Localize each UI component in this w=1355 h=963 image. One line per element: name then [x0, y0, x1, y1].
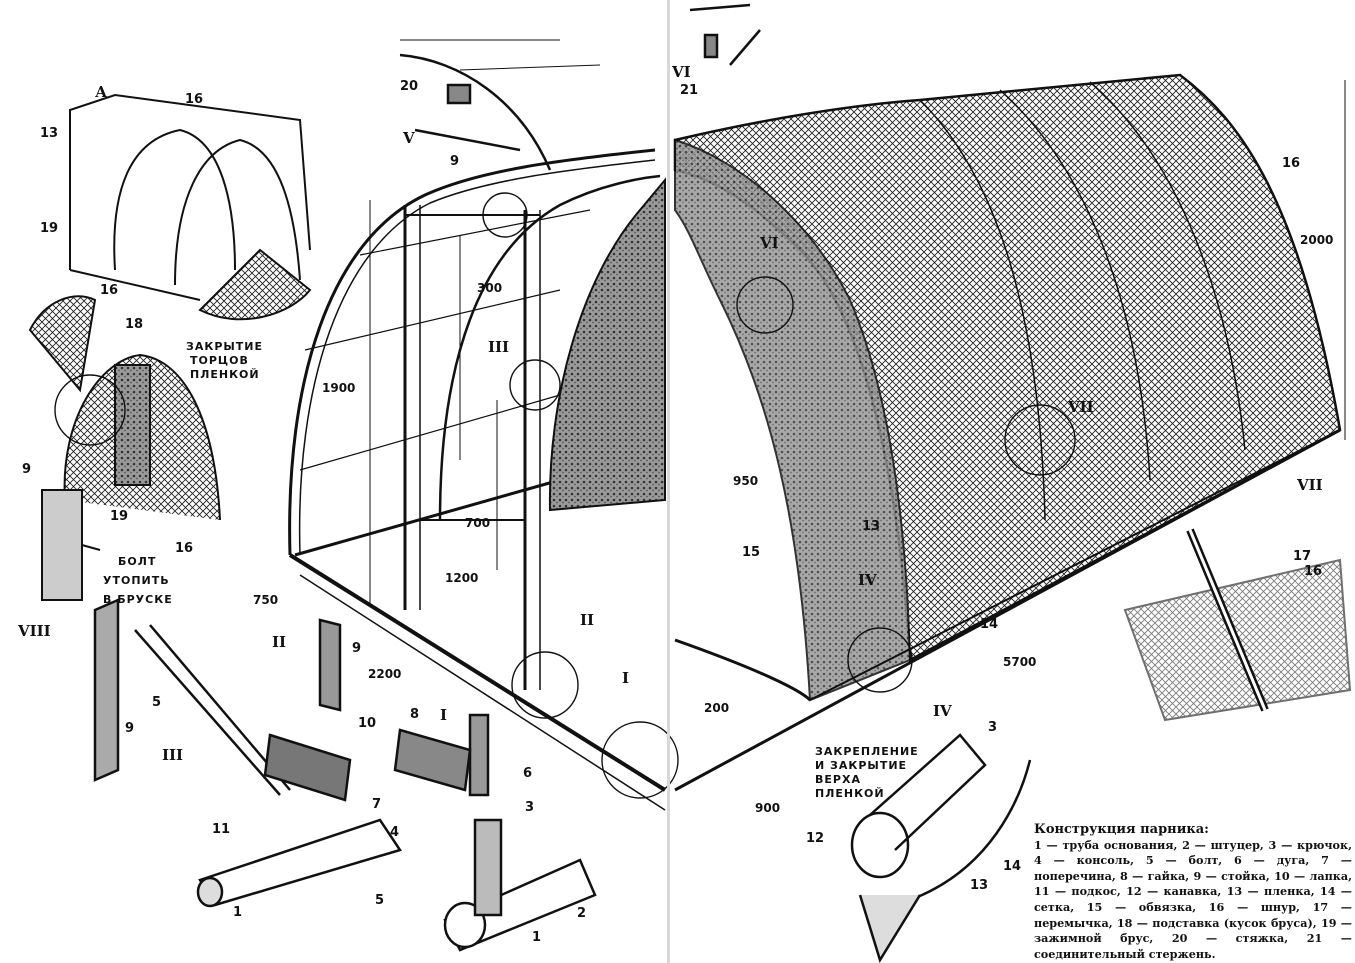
legend-title: Конструкция парника:	[1034, 822, 1209, 837]
dimension-label: 2200	[368, 667, 401, 681]
note-line: УТОПИТЬ	[103, 574, 170, 587]
note-line: ЗАКРЫТИЕ	[186, 340, 263, 353]
dimension-label: 5700	[1003, 655, 1036, 669]
callout-label: 18	[125, 317, 143, 332]
detail-17	[1123, 528, 1352, 722]
note-line: ПЛЕНКОЙ	[190, 368, 260, 381]
legend-body: 1 — труба основания, 2 — штуцер, 3 — крю…	[1034, 837, 1352, 961]
detail-mark: VI	[671, 63, 691, 81]
detail-mark: III	[162, 746, 183, 764]
callout-label: 16	[100, 283, 118, 298]
detail-mark: VIII	[17, 622, 51, 640]
note-top-closing: ЗАКРЕПЛЕНИЕ И ЗАКРЫТИЕ ВЕРХА ПЛЕНКОЙ	[815, 745, 919, 800]
detail-mark-a: А	[95, 83, 108, 101]
detail-mark: VI	[759, 234, 779, 252]
dimension-label: 2000	[1300, 233, 1333, 247]
dimension-label: 200	[704, 701, 729, 715]
note-line: ЗАКРЕПЛЕНИЕ	[815, 745, 919, 758]
detail-mark: II	[272, 633, 286, 651]
note-line: ВЕРХА	[815, 773, 861, 786]
callout-label: 1	[532, 930, 541, 945]
note-line: БОЛТ	[118, 555, 156, 568]
detail-circles	[54, 192, 1076, 799]
callout-label: 21	[680, 83, 698, 98]
detail-mark: VII	[1067, 398, 1094, 416]
callout-label: 5	[152, 695, 161, 710]
callout-label: 16	[1304, 564, 1322, 579]
detail-mark: I	[440, 706, 447, 724]
callout-label: 14	[980, 617, 998, 632]
callout-label: 19	[40, 221, 58, 236]
note-line: И ЗАКРЫТИЕ	[815, 759, 907, 772]
callout-label: 19	[110, 509, 128, 524]
detail-mark: III	[488, 338, 509, 356]
callout-labels: 16 13 19 16 18 19 16 9 20 9 9 10 5 9 11 …	[22, 79, 1322, 945]
page-fold	[667, 0, 670, 963]
callout-label: 6	[523, 766, 532, 781]
dimension-label: 750	[253, 593, 278, 607]
detail-mark: IV	[858, 571, 877, 589]
dimension-label: 900	[755, 801, 780, 815]
callout-label: 12	[806, 831, 824, 846]
callout-label: 16	[185, 92, 203, 107]
callout-label: 13	[970, 878, 988, 893]
dimension-label: 950	[733, 474, 758, 488]
detail-mark: IV	[933, 702, 952, 720]
note-end-closing: ЗАКРЫТИЕ ТОРЦОВ ПЛЕНКОЙ	[186, 340, 263, 381]
note-line: В БРУСКЕ	[103, 593, 173, 606]
detail-marks: А V III VI II I IV VII VIII II III I VI …	[17, 63, 1323, 764]
callout-label: 13	[40, 126, 58, 141]
note-line: ТОРЦОВ	[190, 354, 249, 367]
callout-label: 15	[742, 545, 760, 560]
legend: Конструкция парника: 1 — труба основания…	[1034, 822, 1352, 961]
callout-label: 4	[390, 825, 399, 840]
detail-mark: VII	[1296, 476, 1323, 494]
callout-label: 10	[358, 716, 376, 731]
callout-label: 13	[862, 519, 880, 534]
dimension-label: 700	[465, 516, 490, 530]
detail-viii	[41, 489, 101, 601]
callout-label: 14	[1003, 859, 1021, 874]
detail-iii	[93, 598, 291, 796]
callout-label: 16	[1282, 156, 1300, 171]
callout-label: 2	[577, 906, 586, 921]
dimension-label: 1900	[322, 381, 355, 395]
callout-label: 9	[22, 462, 31, 477]
greenhouse-right	[673, 73, 1346, 792]
callout-label: 17	[1293, 549, 1311, 564]
detail-v	[399, 39, 601, 171]
dimension-labels: 300 1900 700 1200 750 2200 950 200 900 5…	[253, 233, 1333, 815]
exploded-joints	[196, 618, 597, 952]
note-line: ПЛЕНКОЙ	[815, 787, 885, 800]
film-cover-left	[548, 177, 666, 512]
dimension-label: 300	[477, 281, 502, 295]
callout-label: 7	[372, 797, 381, 812]
callout-label: 5	[375, 893, 384, 908]
detail-mark: V	[402, 129, 415, 147]
callout-label: 8	[410, 707, 419, 722]
callout-label: 1	[233, 905, 242, 920]
callout-label: 9	[125, 721, 134, 736]
callout-label: 16	[175, 541, 193, 556]
note-bolt: БОЛТ УТОПИТЬ В БРУСКЕ	[103, 555, 173, 606]
callout-label: 3	[525, 800, 534, 815]
callout-label: 20	[400, 79, 418, 94]
detail-mark: II	[580, 611, 594, 629]
callout-label: 9	[450, 154, 459, 169]
detail-vi	[689, 3, 761, 66]
callout-label: 9	[352, 641, 361, 656]
callout-label: 11	[212, 822, 230, 837]
detail-iv	[850, 733, 1032, 963]
detail-mark: I	[622, 669, 629, 687]
dimension-label: 1200	[445, 571, 478, 585]
inset-end-closing	[28, 295, 221, 521]
callout-label: 3	[988, 720, 997, 735]
inset-a	[69, 93, 312, 321]
